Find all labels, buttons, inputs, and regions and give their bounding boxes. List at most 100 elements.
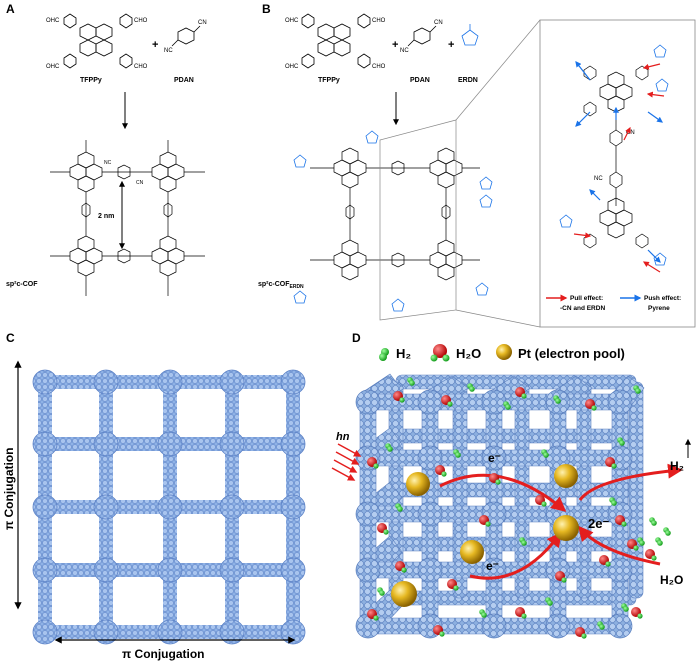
grid-node [32,494,58,520]
h2-molecule [635,388,641,394]
electron-flow-1 [439,473,567,512]
inset-molecule [583,65,649,249]
light-label: hn [336,431,350,443]
cof-network-a [50,140,205,296]
water-hydrogen [399,397,405,403]
water-hydrogen [485,521,491,527]
zoom-line-bottom [455,309,541,328]
cho-label-a2: CHO [134,64,148,70]
water-hydrogen [581,633,587,639]
legend-h2o-icon [433,344,447,358]
water-hydrogen [401,567,407,573]
h2-molecule [611,500,617,506]
legend-pull-title: Pull effect: [570,295,603,302]
grid-node [32,557,58,583]
cho-label-b2: CHO [372,64,386,70]
grid-node [32,431,58,457]
grid-node [93,369,119,395]
framework-node [607,557,633,583]
h2-molecule [379,590,385,596]
cn-label-pdan-a: CN [198,20,207,26]
water-hydrogen [383,529,389,535]
panel-c-letter: C [6,331,15,345]
legend-pt-icon [496,344,512,360]
panel-a-letter: A [6,2,15,16]
plus-b2: + [448,39,454,51]
grid-node [280,369,306,395]
grid-node [219,369,245,395]
erdn-label: ERDN [458,77,478,84]
h2o-in-label: H₂O [660,573,683,587]
electron-label-3: 2e⁻ [588,516,609,531]
h2o-input-arrow [578,525,661,566]
framework-node [417,445,443,471]
water-hydrogen [591,405,597,411]
zoom-line-top [455,19,541,121]
grid-node [93,557,119,583]
h2-molecule [505,404,511,410]
pt-particle [460,540,484,564]
nc-label-pdan-b: NC [400,48,409,54]
water-hydrogen [447,401,453,407]
legend-pt-label: Pt (electron pool) [518,346,625,361]
framework-node [355,389,381,415]
tfppy-label-a: TFPPy [80,77,102,84]
framework-grid-c [32,369,306,645]
tfppy-molecule-b [301,13,371,69]
framework-node [417,501,443,527]
panel-d: D H₂ H₂O Pt (electron pool) hn e⁻ e⁻ 2e⁻… [331,331,691,639]
inset-erdn [559,44,669,266]
h2-molecule [657,540,663,546]
cn-label-pdan-b: CN [434,20,443,26]
water-hydrogen [651,555,657,561]
h2-molecule [665,530,671,536]
grid-node [157,431,183,457]
h2-out-label: H₂ [670,459,684,473]
water-hydrogen [373,463,379,469]
h2-molecule [409,380,415,386]
framework-node [355,557,381,583]
push-arrows [575,61,663,263]
water-hydrogen [521,393,527,399]
water-hydrogen [521,613,527,619]
water-hydrogen [633,545,639,551]
h2-molecule [543,452,549,458]
h2-molecule [555,398,561,404]
grid-node [157,494,183,520]
cho-label-b1: CHO [372,18,386,24]
cn-label-a: CN [136,180,144,186]
grid-node [280,557,306,583]
framework-node [417,557,443,583]
grid-node [157,369,183,395]
h2-molecule [619,440,625,446]
pdan-label-a: PDAN [174,77,194,84]
legend-push-title: Push effect: [644,295,681,302]
electron-label-2: e⁻ [486,559,499,573]
plus-b1: + [392,39,398,51]
framework-node [607,501,633,527]
cof-network-b [310,147,480,281]
h2-molecule [397,506,403,512]
framework-node [355,501,381,527]
zoom-region [379,119,457,321]
framework-node [481,389,507,415]
water-hydrogen [637,613,643,619]
conjugation-label-vertical: π Conjugation [2,447,16,530]
grid-node [280,494,306,520]
grid-node [219,431,245,457]
pt-particle [553,515,579,541]
cof-erdn-label: sp²c-COFERDN [258,281,304,290]
grid-node [280,431,306,457]
tfppy-label-b: TFPPy [318,77,340,84]
grid-node [93,494,119,520]
water-hydrogen [541,501,547,507]
plus-a: + [152,39,158,51]
tfppy-molecule-a [63,13,133,69]
zoom-inset [539,19,696,328]
water-hydrogen [495,479,501,485]
framework-node [545,613,571,639]
h2-molecule [455,452,461,458]
panel-b: B OHC CHO OHC CHO TFPPy + CN NC PDAN + [258,2,696,328]
water-hydrogen [611,463,617,469]
